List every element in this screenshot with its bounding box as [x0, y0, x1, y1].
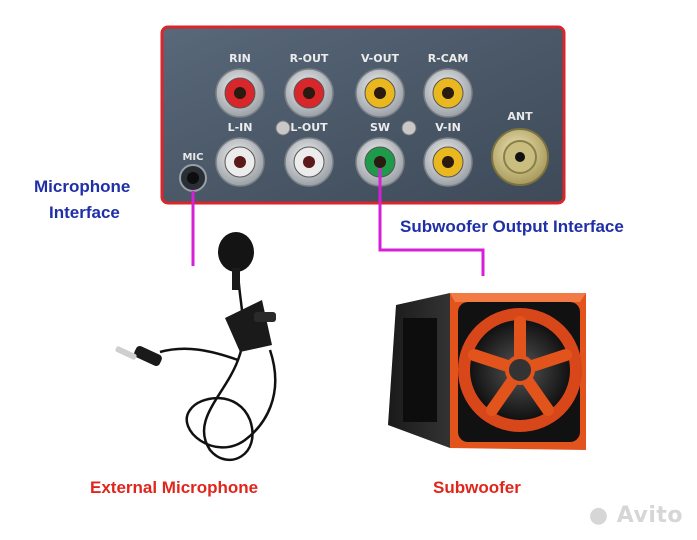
mic-jack: MIC: [179, 152, 207, 192]
screw-icon: [401, 120, 417, 136]
rca-jack-l-out: L-OUT: [284, 121, 334, 187]
mic-interface-label-line1: Microphone: [34, 177, 131, 196]
antenna-jack: ANT: [491, 110, 549, 186]
rca-jack-sw: SW: [355, 121, 405, 187]
subwoofer-output-label: Subwoofer Output Interface: [400, 217, 624, 236]
antenna-label: ANT: [507, 110, 533, 123]
rca-jack-label: L-OUT: [290, 121, 328, 134]
screw-icon: [275, 120, 291, 136]
rca-jack-label: RIN: [229, 52, 251, 65]
subwoofer-label: Subwoofer: [433, 478, 521, 497]
rca-jack-r-cam: R-CAM: [423, 52, 473, 118]
subwoofer-connector-line: [378, 168, 485, 276]
rca-jack-rin: RIN: [215, 52, 265, 118]
rca-jack-v-in: V-IN: [423, 121, 473, 187]
mic-interface-label-line2: Interface: [49, 203, 120, 222]
rca-jack-l-in: L-IN: [215, 121, 265, 187]
av-back-panel: RIN R-OUT V-OUT R-CAM L-IN L-OUT SW V-IN MIC AN…: [160, 25, 566, 205]
mic-jack-label: MIC: [182, 152, 203, 163]
rca-jack-label: L-IN: [228, 121, 253, 134]
rca-jack-v-out: V-OUT: [355, 52, 405, 118]
rca-jack-r-out: R-OUT: [284, 52, 334, 118]
external-microphone-image: [115, 232, 277, 461]
rca-jack-label: R-CAM: [428, 52, 469, 65]
subwoofer-image: [388, 293, 586, 450]
rca-jack-label: SW: [370, 121, 390, 134]
external-microphone-label: External Microphone: [90, 478, 259, 497]
connector-lines: [191, 168, 485, 276]
watermark-logo: ● Avito: [588, 503, 683, 528]
rca-jack-label: V-IN: [435, 121, 461, 134]
rca-jack-label: R-OUT: [290, 52, 329, 65]
rca-jack-label: V-OUT: [361, 52, 400, 65]
